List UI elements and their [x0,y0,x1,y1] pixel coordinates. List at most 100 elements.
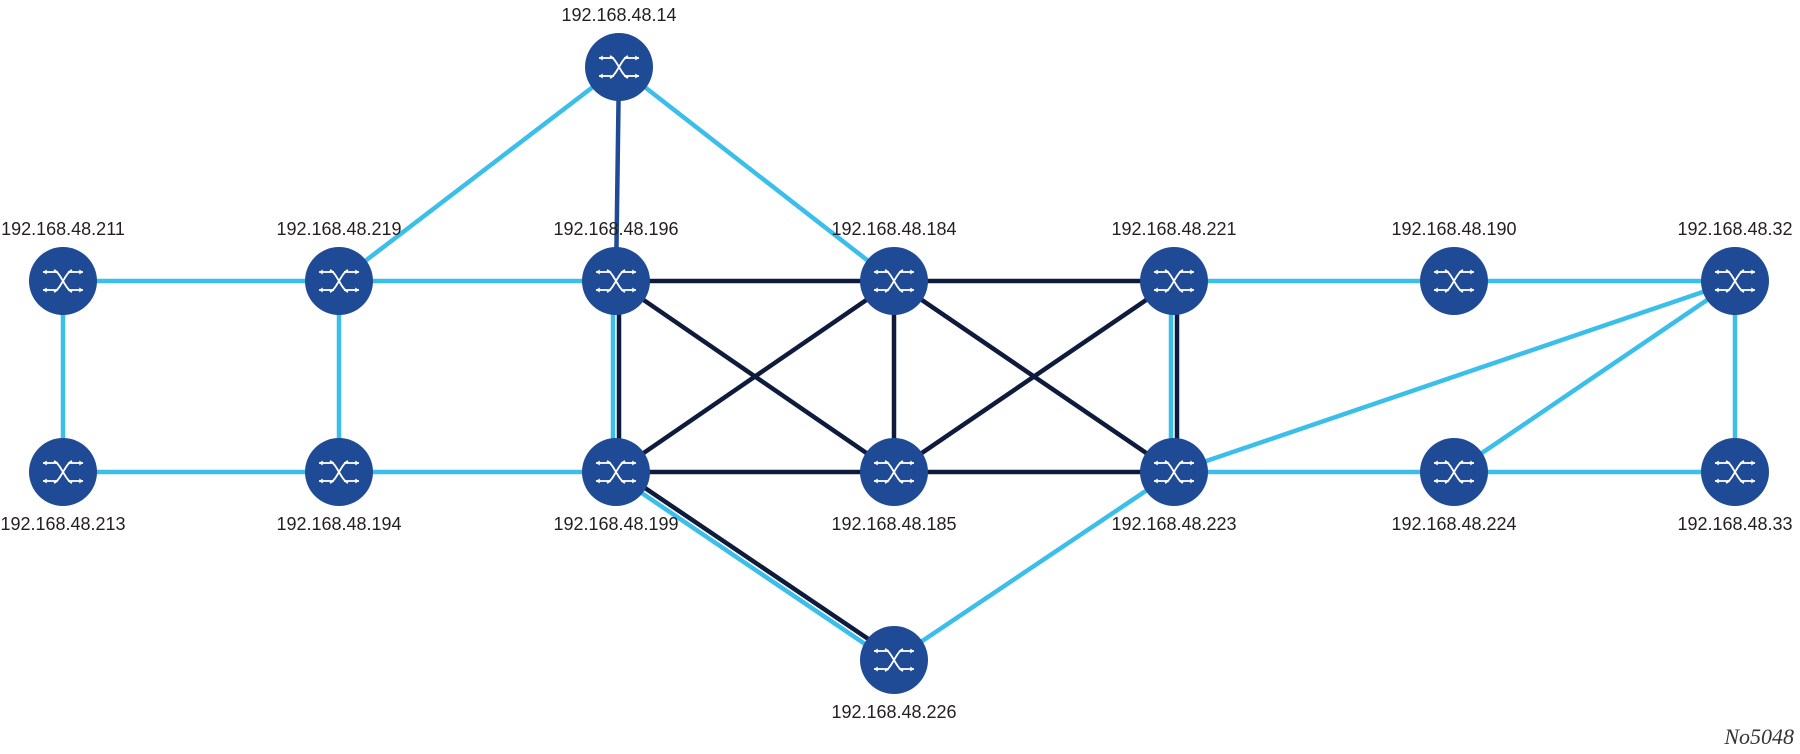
node-label: 192.168.48.32 [1677,219,1792,239]
node-label: 192.168.48.224 [1391,514,1516,534]
switch-icon [319,269,359,293]
switch-icon [319,460,359,484]
link-line [1171,278,1738,475]
link-n221-n185 [891,278,1177,475]
arrow-head [1434,460,1438,466]
switch-icon [43,269,83,293]
node-label: 192.168.48.14 [561,5,676,25]
arrow-head [910,287,914,293]
arrow-head [632,460,636,466]
node-n221[interactable]: 192.168.48.221 [1111,219,1237,315]
arrow-head [632,269,636,275]
arrow-head [1470,460,1474,466]
node-n223[interactable]: 192.168.48.223 [1111,438,1237,534]
switch-icon [874,269,914,293]
node-n226[interactable]: 192.168.48.226 [831,626,957,722]
arrow-head [596,478,600,484]
arrow-head [596,287,600,293]
link-line [612,472,895,665]
node-n184[interactable]: 192.168.48.184 [831,219,957,315]
arrow-head [1434,269,1438,275]
node-label: 192.168.48.190 [1391,219,1516,239]
link-line [891,278,1177,475]
arrow-head [910,460,914,466]
arrow-head [910,666,914,672]
arrow-head [1715,478,1719,484]
arrow-head [355,287,359,293]
node-n211[interactable]: 192.168.48.211 [1,219,125,315]
node-n199[interactable]: 192.168.48.199 [553,438,679,534]
switch-icon [874,648,914,672]
arrow-head [43,269,47,275]
arrow-head [43,478,47,484]
node-label: 192.168.48.199 [553,514,678,534]
switch-icon [599,55,639,79]
node-label: 192.168.48.184 [831,219,956,239]
node-label: 192.168.48.221 [1111,219,1236,239]
arrow-head [79,460,83,466]
nodes-layer: 192.168.48.14 192.168.48.211 192.168.48.21… [0,5,1792,722]
arrow-head [1154,460,1158,466]
link-line [613,64,622,284]
switch-icon [874,460,914,484]
arrow-head [1470,478,1474,484]
arrow-head [635,55,639,61]
node-n196[interactable]: 192.168.48.196 [553,219,679,315]
arrow-head [910,648,914,654]
arrow-head [596,460,600,466]
switch-icon [596,269,636,293]
arrow-head [1190,269,1194,275]
link-line [615,467,898,660]
arrow-head [874,287,878,293]
arrow-head [319,460,323,466]
arrow-head [1470,287,1474,293]
node-label: 192.168.48.226 [831,702,956,722]
arrow-head [910,269,914,275]
node-n33[interactable]: 192.168.48.33 [1677,438,1793,534]
arrow-head [1715,269,1719,275]
arrow-head [596,269,600,275]
arrow-head [1751,460,1755,466]
arrow-head [79,269,83,275]
node-n194[interactable]: 192.168.48.194 [276,438,402,534]
node-n185[interactable]: 192.168.48.185 [831,438,957,534]
arrow-head [910,478,914,484]
link-n199-n226 [612,467,898,665]
arrow-head [1751,287,1755,293]
arrow-head [355,478,359,484]
arrow-head [79,287,83,293]
link-n32-n224 [1451,278,1738,475]
arrow-head [1434,287,1438,293]
node-n224[interactable]: 192.168.48.224 [1391,438,1517,534]
arrow-head [319,478,323,484]
arrow-head [874,478,878,484]
arrow-head [632,287,636,293]
node-n14[interactable]: 192.168.48.14 [561,5,677,101]
switch-icon [1154,460,1194,484]
node-label: 192.168.48.211 [1,219,125,239]
arrow-head [355,269,359,275]
arrow-head [43,460,47,466]
node-n213[interactable]: 192.168.48.213 [0,438,126,534]
node-label: 192.168.48.219 [276,219,401,239]
link-line [891,469,1177,663]
links-layer [60,64,1738,665]
switch-icon [43,460,83,484]
arrow-head [874,666,878,672]
arrow-head [355,460,359,466]
switch-icon [1715,460,1755,484]
arrow-head [599,55,603,61]
arrow-head [1470,269,1474,275]
node-n190[interactable]: 192.168.48.190 [1391,219,1517,315]
arrow-head [1434,478,1438,484]
node-label: 192.168.48.185 [831,514,956,534]
arrow-head [319,269,323,275]
link-n14-n196 [613,64,622,284]
node-n219[interactable]: 192.168.48.219 [276,219,402,315]
link-n14-n219 [336,64,622,284]
node-n32[interactable]: 192.168.48.32 [1677,219,1793,315]
node-label: 192.168.48.213 [0,514,125,534]
arrow-head [319,287,323,293]
arrow-head [1190,460,1194,466]
arrow-head [874,648,878,654]
